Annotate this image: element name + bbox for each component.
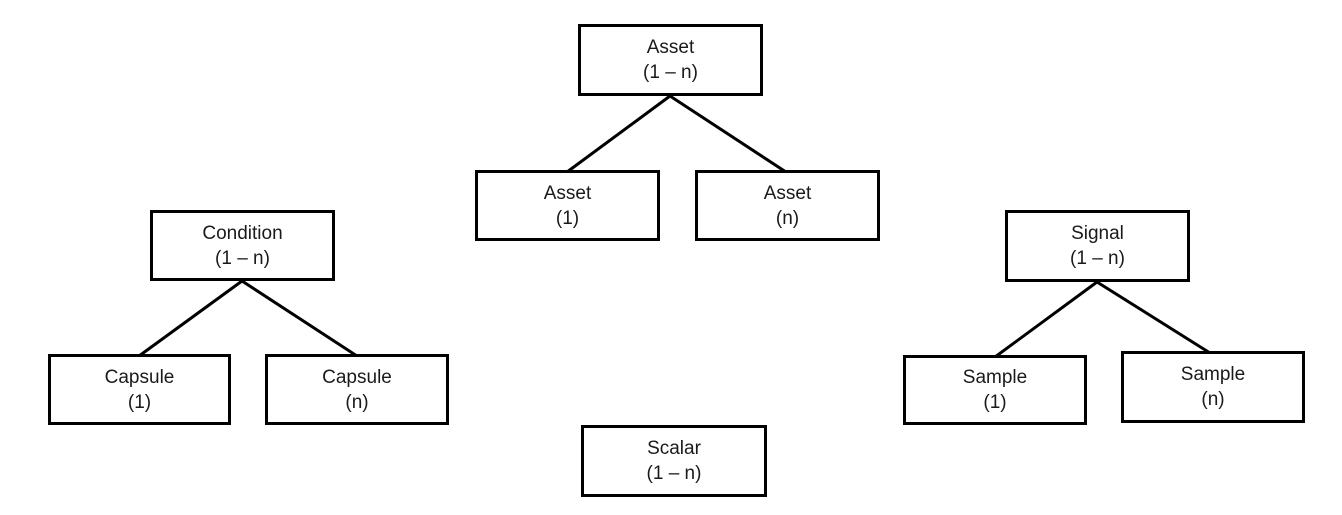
node-scalar-cardinality: (1 – n) [646, 463, 702, 484]
node-sample-1-label: Sample [962, 367, 1028, 388]
node-asset-n-cardinality: (n) [775, 207, 800, 229]
node-asset-root-cardinality: (1 – n) [643, 62, 698, 83]
node-sample-n: Sample (n) [1121, 351, 1305, 423]
node-capsule-n-label: Capsule [322, 366, 392, 388]
node-capsule-1: Capsule (1) [48, 354, 231, 425]
node-asset-n-label: Asset [763, 182, 812, 204]
node-sample-1-cardinality: (1) [983, 392, 1007, 413]
connector-line-sample-1 [994, 280, 1098, 359]
node-sample-n-cardinality: (n) [1201, 389, 1225, 410]
node-condition-root-label: Condition [202, 222, 283, 244]
node-asset-n: Asset (n) [695, 170, 880, 241]
connector-line-capsule-1 [138, 279, 243, 358]
node-asset-1-cardinality: (1) [555, 207, 580, 229]
node-asset-1: Asset (1) [475, 170, 660, 241]
connector-line-sample-n [1096, 280, 1211, 355]
node-sample-n-label: Sample [1180, 364, 1246, 385]
node-condition-root-cardinality: (1 – n) [215, 247, 270, 269]
node-signal-root-cardinality: (1 – n) [1070, 248, 1125, 269]
node-capsule-1-label: Capsule [104, 366, 175, 388]
connector-line-capsule-n [241, 279, 358, 358]
node-scalar: Scalar (1 – n) [581, 425, 767, 497]
node-asset-root-label: Asset [646, 37, 695, 58]
node-capsule-1-cardinality: (1) [127, 391, 152, 413]
node-sample-1: Sample (1) [903, 355, 1087, 425]
node-asset-1-label: Asset [543, 182, 592, 204]
node-capsule-n-cardinality: (n) [345, 391, 369, 413]
node-signal-root-label: Signal [1071, 223, 1124, 244]
node-condition-root: Condition (1 – n) [150, 210, 335, 281]
node-capsule-n: Capsule (n) [265, 354, 449, 425]
node-signal-root: Signal (1 – n) [1005, 210, 1190, 282]
node-asset-root: Asset (1 – n) [578, 24, 763, 96]
node-scalar-label: Scalar [647, 438, 701, 459]
connector-line-asset-n [669, 94, 787, 174]
connector-line-asset-1 [566, 94, 671, 174]
